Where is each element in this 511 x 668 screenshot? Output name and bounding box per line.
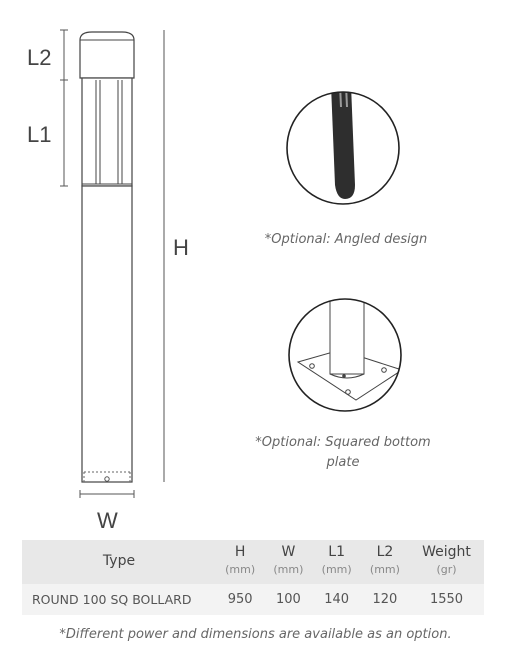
- header-l1: L1(mm): [321, 544, 352, 576]
- footnote: *Different power and dimensions are avai…: [59, 627, 452, 642]
- header-h: H(mm): [225, 544, 256, 576]
- cell-h: 950: [227, 592, 253, 607]
- squared-plate-caption-line1: *Optional: Squared bottom: [255, 435, 431, 450]
- angled-design-caption: *Optional: Angled design: [264, 232, 428, 247]
- header-weight: Weight(gr): [422, 544, 471, 576]
- cell-l1: 140: [324, 592, 350, 607]
- cell-l2: 120: [372, 592, 398, 607]
- spec-table: Type H(mm) W(mm) L1(mm) L2(mm) Weight(gr…: [22, 540, 484, 615]
- cell-w: 100: [275, 592, 301, 607]
- header-w: W(mm): [273, 544, 304, 576]
- table-row: ROUND 100 SQ BOLLARD 950 100 140 120 155…: [22, 584, 484, 615]
- dimension-label-l2: L2: [27, 45, 52, 70]
- header-type: Type: [102, 552, 136, 569]
- dimension-label-l1: L1: [27, 122, 52, 147]
- dimension-label-h: H: [173, 235, 189, 260]
- spec-table-header: Type H(mm) W(mm) L1(mm) L2(mm) Weight(gr…: [22, 540, 484, 584]
- cell-weight: 1550: [429, 592, 464, 607]
- bollard-drawing: [60, 29, 165, 498]
- cell-type: ROUND 100 SQ BOLLARD: [32, 592, 192, 607]
- dimension-label-w: W: [97, 508, 118, 533]
- squared-plate-caption-line2: plate: [326, 455, 360, 470]
- squared-plate-caption: *Optional: Squared bottom plate: [230, 433, 456, 473]
- squared-plate-detail: [288, 298, 402, 412]
- angled-design-detail: [286, 91, 400, 205]
- header-l2: L2(mm): [369, 544, 400, 576]
